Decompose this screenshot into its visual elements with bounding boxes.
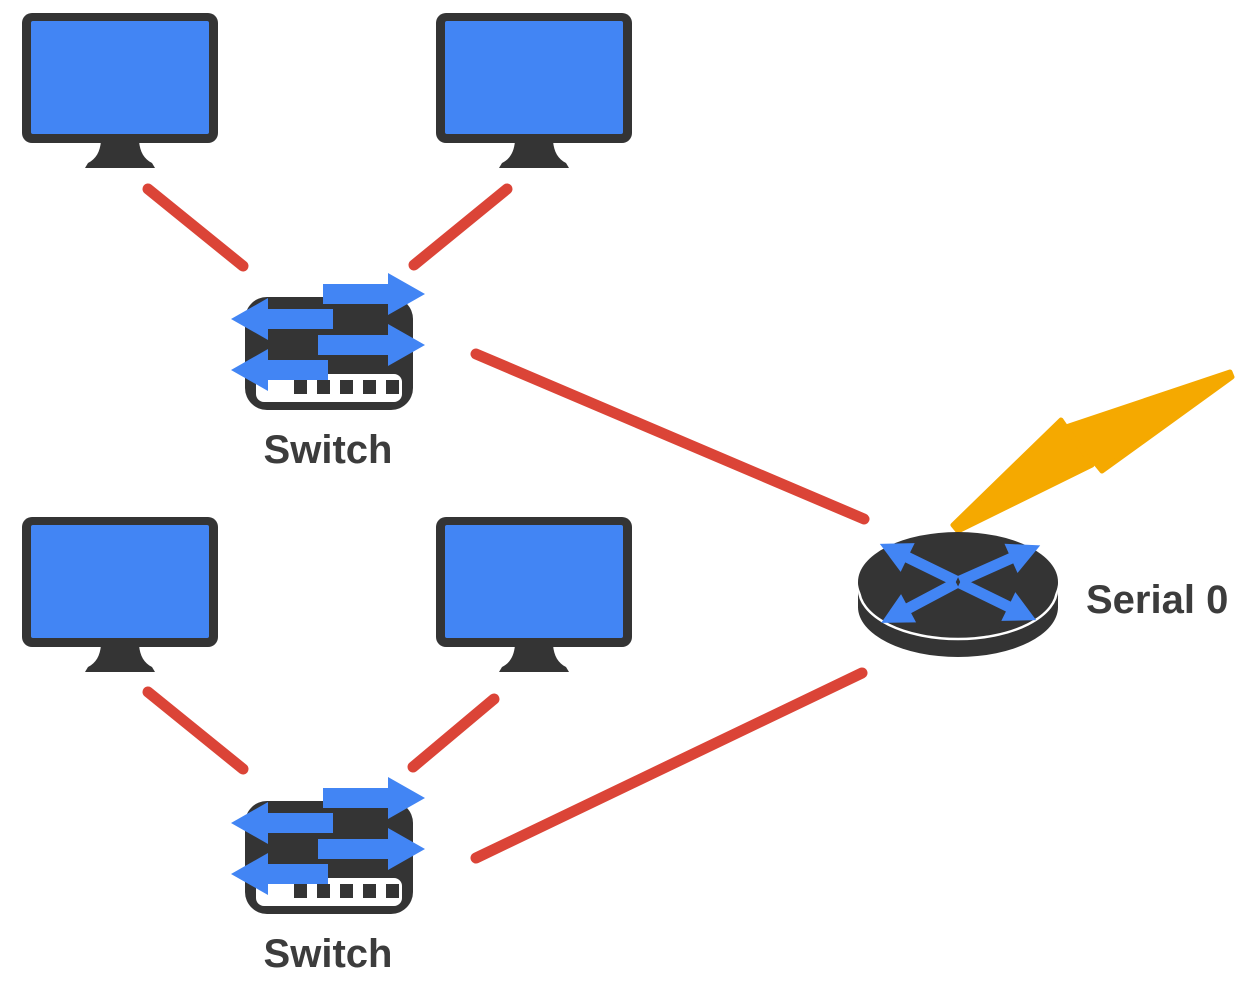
computer-icon [22,517,218,672]
computer-node-3 [22,517,218,675]
switch-icon [231,777,425,914]
computer-icon [436,517,632,672]
link-pc2-switch1 [408,183,513,271]
lightning-bolt-icon [950,369,1235,534]
router-node [855,525,1061,659]
link-pc4-switch2 [407,693,500,773]
switch-node-2 [228,772,428,917]
computer-node-2 [436,13,632,171]
router-interface-label: Serial 0 [1086,578,1229,622]
computer-icon [22,13,218,168]
computer-icon [436,13,632,168]
link-switch1-router [470,348,870,525]
switch-label: Switch [263,428,393,472]
switch-label: Switch [263,932,393,976]
router-arrows-icon [879,543,1041,623]
link-switch2-router [470,667,868,864]
computer-node-4 [436,517,632,675]
link-pc3-switch2 [142,686,249,775]
link-pc1-switch1 [142,183,249,272]
router-icon [857,532,1059,657]
switch-icon [231,273,425,410]
switch-node-1 [228,268,428,413]
computer-node-1 [22,13,218,171]
